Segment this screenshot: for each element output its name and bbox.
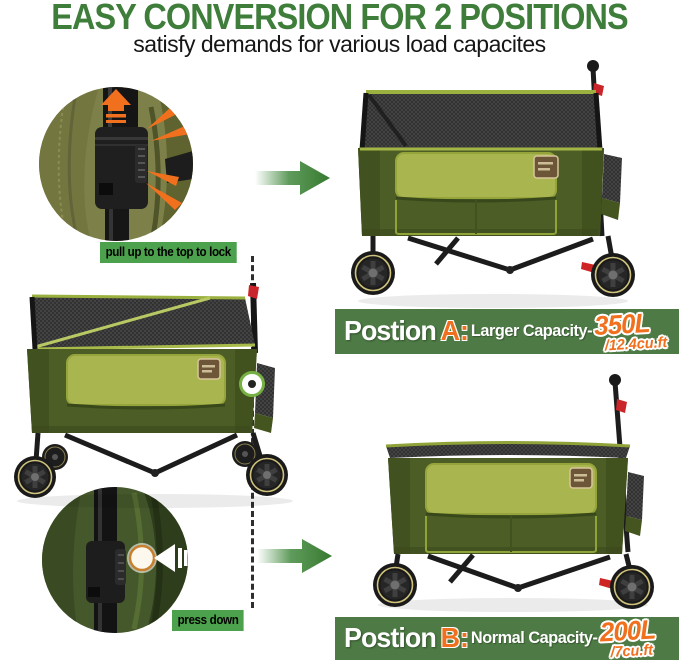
folding-frame <box>392 553 634 591</box>
page-subtitle: satisfy demands for various load capacit… <box>133 31 546 57</box>
position-a-word: Postion <box>344 315 437 347</box>
press-down-label: press down <box>172 610 245 631</box>
wheel-rear <box>591 253 635 297</box>
button-highlight <box>128 544 156 572</box>
wheel-rear <box>246 454 288 496</box>
wheel-front <box>14 456 56 498</box>
convert-arrow-top <box>255 158 330 203</box>
position-b-volume: 200L /7cu.ft <box>599 614 656 660</box>
page-title: EASY CONVERSION FOR 2 POSITIONS <box>51 0 628 37</box>
brand-patch <box>197 358 221 380</box>
wheel-front <box>373 563 417 607</box>
pocket-flap <box>425 463 597 515</box>
lock-button-highlight <box>239 371 265 397</box>
wagon-position-b-photo <box>338 372 679 619</box>
position-a-banner: Postion A: Larger Capacity- 350L /12.4cu… <box>335 307 679 354</box>
wagon-body <box>358 147 622 236</box>
arrow-up-icon <box>101 89 131 123</box>
wagon-transition-photo <box>5 282 335 516</box>
mesh-panel <box>359 90 603 151</box>
brand-patch <box>533 155 559 179</box>
position-b-word: Postion <box>344 622 437 654</box>
wheel-front <box>351 251 395 295</box>
wagon-handle <box>248 282 259 354</box>
pull-up-label: pull up to the top to lock <box>100 242 237 263</box>
handle-guide-dashed-line <box>251 256 254 608</box>
position-b-banner: Postion B: Normal Capacity- 200L /7cu.ft <box>335 614 679 660</box>
convert-arrow-bottom <box>257 536 332 581</box>
wheel-rear <box>610 565 654 609</box>
wagon-position-a-photo <box>338 58 679 315</box>
brand-patch <box>569 467 593 489</box>
wheel-back-right <box>232 441 258 467</box>
mesh-panel <box>29 294 256 351</box>
press-button-inset-photo <box>42 487 188 633</box>
strap <box>165 151 193 183</box>
folding-frame <box>33 432 264 476</box>
position-a-capacity-label: Larger Capacity- <box>470 321 593 341</box>
position-b-capacity-label: Normal Capacity- <box>470 628 598 648</box>
position-a-volume: 350L /12.4cu.ft <box>593 307 668 354</box>
position-b-letter: B: <box>440 622 470 654</box>
side-pocket <box>601 154 622 220</box>
arrow-right-icon <box>255 161 330 195</box>
handle-lock-inset-photo <box>39 87 193 241</box>
side-pocket <box>625 472 644 536</box>
folded-mesh-rim <box>385 441 631 458</box>
pocket-flap <box>66 354 226 406</box>
highlight-tick-icons <box>146 107 190 210</box>
handle-clip <box>248 285 259 299</box>
handle-clip <box>616 399 627 413</box>
arrow-left-icon <box>154 544 188 572</box>
pocket-flap <box>395 152 557 199</box>
arrow-right-icon <box>257 539 332 573</box>
wagon-body <box>388 458 644 554</box>
wagon-body <box>27 349 275 433</box>
folding-frame <box>370 235 616 273</box>
position-a-letter: A: <box>440 315 470 347</box>
